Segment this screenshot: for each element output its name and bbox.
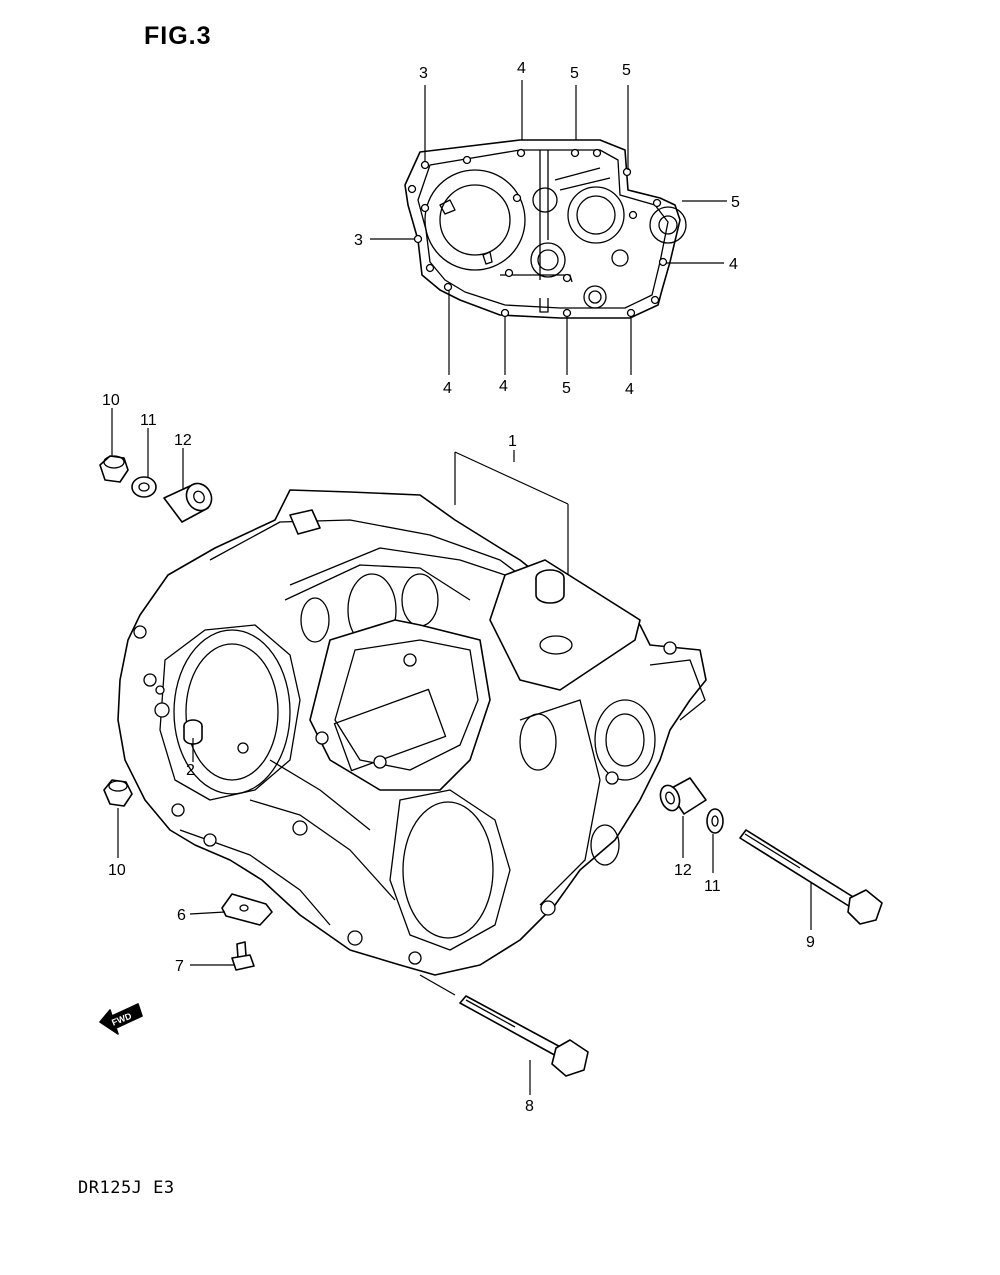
callout-10-top: 10 — [102, 392, 120, 409]
gasket-callouts: 3 4 5 5 5 3 4 4 4 5 4 — [354, 60, 740, 398]
part-callouts: 1 2 6 7 8 9 10 10 11 11 12 12 — [102, 392, 815, 1115]
callout-4-right: 4 — [729, 256, 738, 273]
callout-4-bottom-b: 4 — [499, 378, 508, 395]
forward-arrow-icon: FWD — [99, 1003, 143, 1035]
callout-5-top-a: 5 — [570, 65, 579, 82]
callout-12-top: 12 — [174, 432, 192, 449]
callout-7: 7 — [175, 958, 184, 975]
bolt-long-bottom — [459, 995, 589, 1077]
crankcase-gasket — [404, 139, 687, 319]
spacer-bottom — [659, 777, 707, 815]
callout-11-top: 11 — [140, 412, 157, 429]
callout-5-top-b: 5 — [622, 62, 631, 79]
callout-5-bottom: 5 — [562, 380, 571, 397]
callout-1: 1 — [508, 433, 517, 450]
clamp-plate — [221, 893, 273, 926]
callout-3-left: 3 — [354, 232, 363, 249]
callout-4-bottom-c: 4 — [625, 381, 634, 398]
washer-bottom — [706, 808, 724, 834]
callout-12-bottom: 12 — [674, 862, 692, 879]
bolt-long-right — [739, 829, 883, 925]
callout-6: 6 — [177, 907, 186, 924]
cap-nut-top — [99, 455, 129, 483]
screw — [231, 941, 255, 971]
crankcase-assembly — [117, 489, 707, 976]
cap-nut-bottom — [103, 779, 133, 807]
model-label: DR125J E3 — [78, 1178, 175, 1198]
figure-title: FIG.3 — [144, 22, 212, 50]
callout-11-bottom: 11 — [704, 878, 721, 895]
washer-top — [131, 476, 157, 498]
callout-10-bottom: 10 — [108, 862, 126, 879]
part-leader-lines — [111, 408, 812, 1095]
gasket-leader-lines — [370, 80, 727, 375]
callout-9: 9 — [806, 934, 815, 951]
callout-8: 8 — [525, 1098, 534, 1115]
callout-4-top: 4 — [517, 60, 526, 77]
spacer-top — [163, 482, 213, 523]
callout-5-right: 5 — [731, 194, 740, 211]
callout-4-bottom-a: 4 — [443, 380, 452, 397]
gasket-bolt-holes — [407, 148, 668, 318]
callout-2: 2 — [186, 762, 195, 779]
callout-3-top: 3 — [419, 65, 428, 82]
